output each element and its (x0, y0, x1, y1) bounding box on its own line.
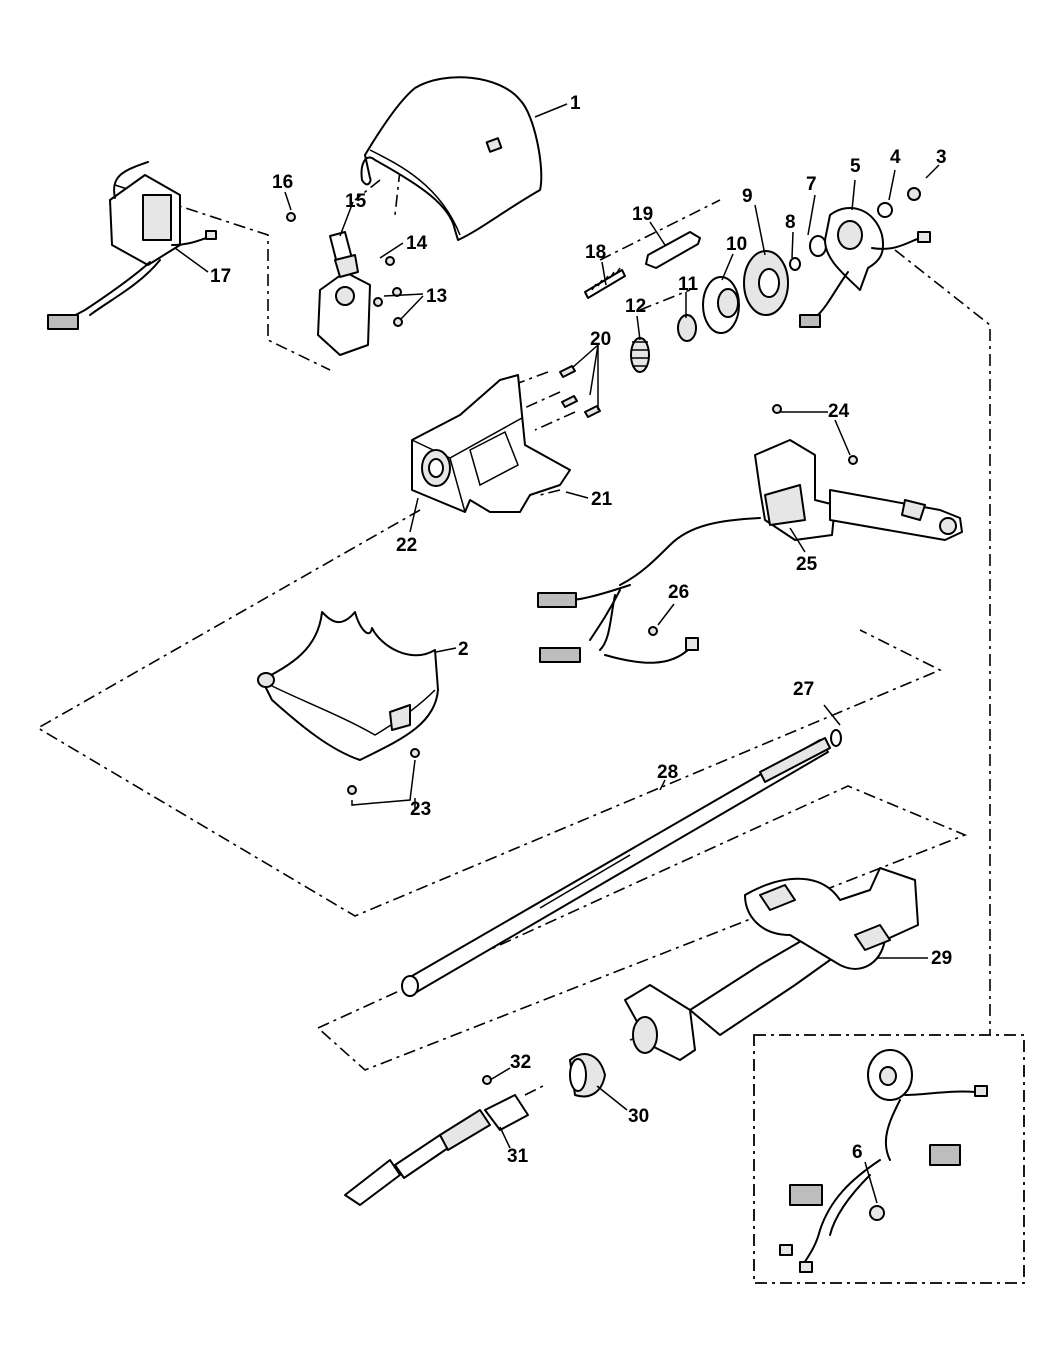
switch-plate-stack-parts (630, 235, 827, 373)
callout-16: 16 (272, 172, 293, 193)
callout-12: 12 (625, 296, 646, 317)
callout-17: 17 (210, 266, 231, 287)
callout-2: 2 (458, 639, 469, 660)
callout-15: 15 (345, 191, 367, 212)
upper-shroud-part (360, 76, 543, 241)
callout-9: 9 (742, 186, 753, 207)
callout-32: 32 (510, 1052, 531, 1073)
lock-housing-part (286, 212, 403, 356)
callout-10: 10 (726, 234, 747, 255)
callout-27: 27 (793, 679, 814, 700)
callout-5: 5 (850, 156, 861, 177)
callout-30: 30 (628, 1106, 649, 1127)
callout-1: 1 (570, 93, 581, 114)
callout-13: 13 (426, 286, 447, 307)
callout-22: 22 (396, 535, 417, 556)
callout-14: 14 (406, 233, 428, 254)
leader-lines (174, 103, 940, 1204)
callout-23: 23 (410, 799, 431, 820)
callout-19: 19 (632, 204, 653, 225)
callout-29: 29 (931, 948, 952, 969)
callout-8: 8 (785, 212, 796, 233)
steering-shaft-part (401, 729, 842, 997)
harness-inset-part (779, 1049, 988, 1273)
lock-cylinder-housing-part (411, 374, 571, 513)
callout-25: 25 (796, 554, 818, 575)
callout-24: 24 (828, 401, 850, 422)
lower-shroud-part (257, 611, 439, 795)
callout-4: 4 (890, 147, 901, 168)
intermediate-shaft-part (344, 1075, 529, 1206)
callout-3: 3 (936, 147, 947, 168)
callout-26: 26 (668, 582, 689, 603)
callout-21: 21 (591, 489, 613, 510)
callout-6: 6 (852, 1142, 863, 1163)
callout-labels: 1 2 3 4 5 6 7 8 9 10 11 12 13 14 15 16 1… (210, 93, 952, 1167)
multifunction-switch-part (537, 404, 963, 664)
callout-7: 7 (806, 174, 817, 195)
spring-and-pin-parts (584, 231, 701, 299)
inset-box (753, 1034, 1025, 1284)
module-part (47, 161, 217, 330)
callout-18: 18 (585, 242, 606, 263)
callout-31: 31 (507, 1146, 529, 1167)
callout-28: 28 (657, 762, 678, 783)
callout-11: 11 (678, 274, 699, 295)
coil-assembly-parts (799, 187, 931, 328)
phantom-lines (36, 169, 991, 1096)
column-jacket-part (569, 867, 919, 1098)
screw-set-20 (559, 365, 601, 418)
callout-20: 20 (590, 329, 611, 350)
